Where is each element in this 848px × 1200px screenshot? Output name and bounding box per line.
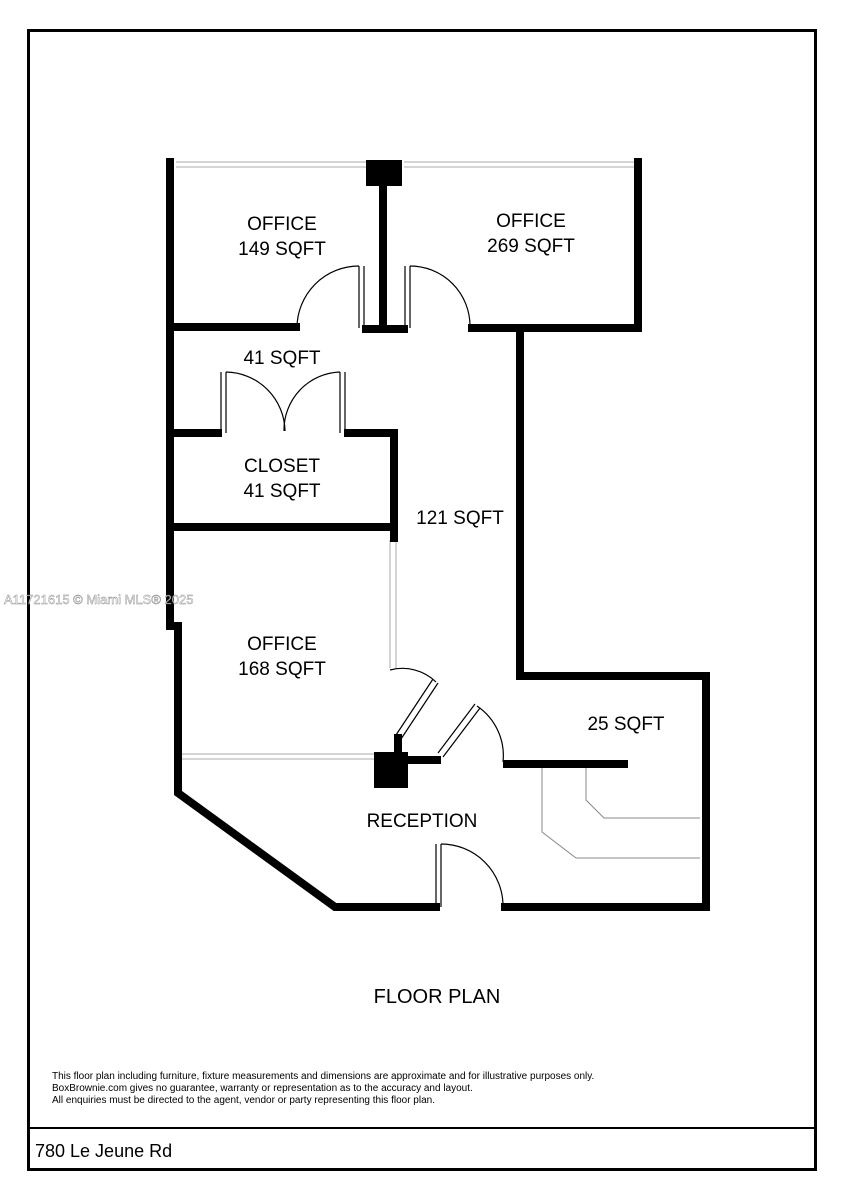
windows: [176, 161, 634, 760]
column-top: [366, 160, 402, 186]
room-name-closet: CLOSET: [244, 456, 320, 477]
doors: [220, 265, 504, 907]
column-bottom: [374, 752, 408, 788]
room-area-office-149: 149 SQFT: [238, 239, 326, 260]
room-name-office-168: OFFICE: [247, 634, 317, 655]
room-area-office-269: 269 SQFT: [487, 236, 575, 257]
room-name-reception: RECEPTION: [367, 811, 478, 832]
room-area-office-168: 168 SQFT: [238, 659, 326, 680]
room-area-closet: 41 SQFT: [243, 481, 320, 502]
page-frame: [27, 29, 817, 1171]
walls: [166, 158, 710, 911]
room-area-hall-main: 121 SQFT: [416, 508, 504, 529]
footer-divider: [27, 1127, 817, 1129]
room-area-alcove: 25 SQFT: [587, 714, 664, 735]
mls-watermark: A11721615 © Miami MLS® 2025: [4, 592, 194, 607]
room-area-hall-upper: 41 SQFT: [243, 348, 320, 369]
property-address: 780 Le Jeune Rd: [35, 1141, 173, 1161]
disclaimer-line: All enquiries must be directed to the ag…: [52, 1095, 435, 1106]
plan-title: FLOOR PLAN: [373, 986, 501, 1008]
disclaimer-line: BoxBrownie.com gives no guarantee, warra…: [52, 1083, 473, 1094]
room-name-office-269: OFFICE: [496, 211, 566, 232]
room-name-office-149: OFFICE: [247, 214, 317, 235]
disclaimer-line: This floor plan including furniture, fix…: [52, 1071, 595, 1082]
reception-desk: [541, 768, 700, 859]
disclaimer: This floor plan including furniture, fix…: [52, 1071, 594, 1107]
